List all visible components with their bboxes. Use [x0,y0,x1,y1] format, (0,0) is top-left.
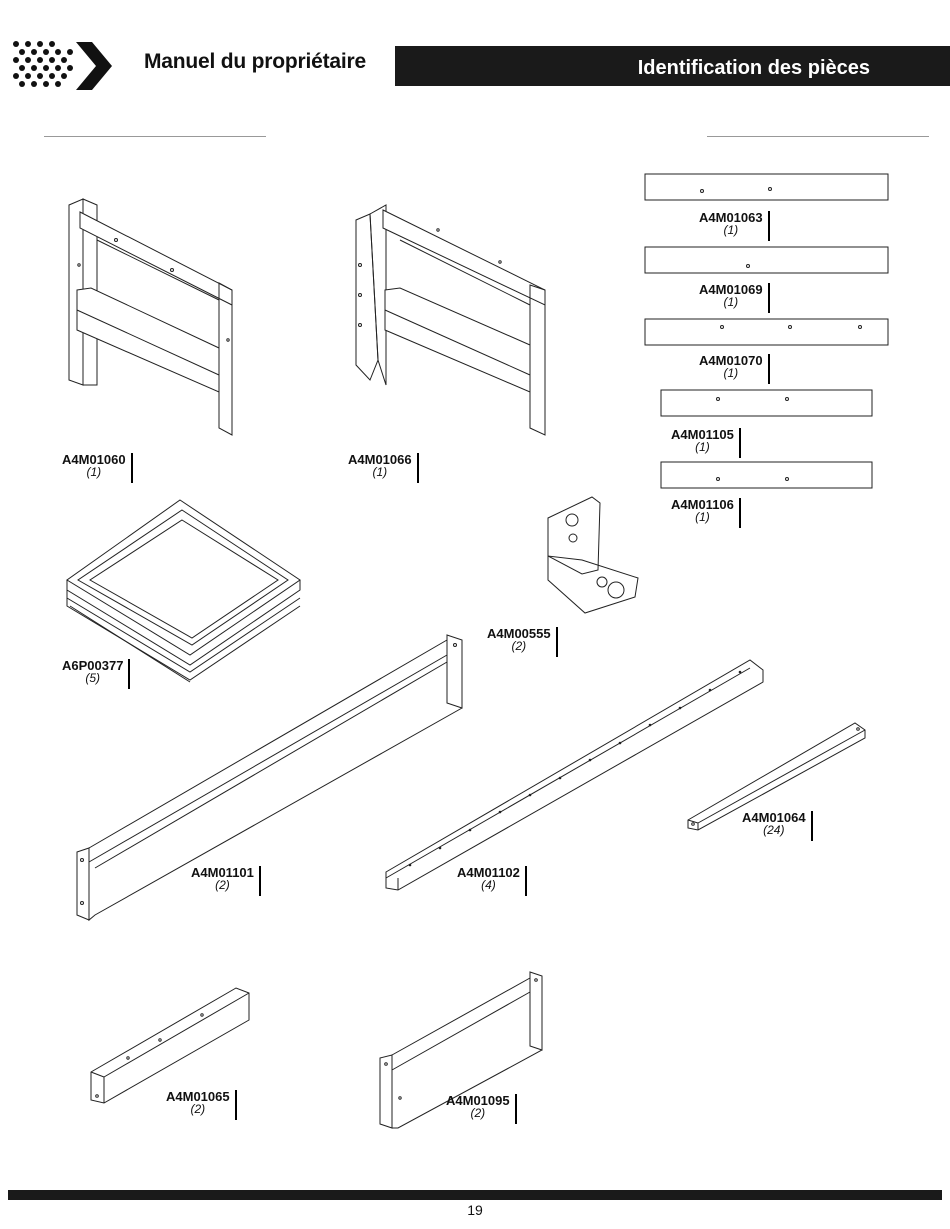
part-qty: (1) [671,511,734,524]
part-label-a4m01065: A4M01065 (2) [166,1090,230,1116]
part-label-a4m01064: A4M01064 (24) [742,811,806,837]
part-label-a4m01102: A4M01102 (4) [457,866,520,892]
plate-a4m01069-drawing [645,247,888,273]
part-label-a4m01063: A4M01063 (1) [699,211,763,237]
plate-a4m01106-drawing [661,462,872,488]
plate-a4m01105-drawing [661,390,872,416]
part-qty: (5) [62,672,123,685]
part-label-a4m00555: A4M00555 (2) [487,627,551,653]
footer-bar [8,1190,942,1200]
plate-a4m01070-drawing [645,319,888,345]
part-qty: (2) [487,640,551,653]
part-label-a4m01066: A4M01066 (1) [348,453,412,479]
part-qty: (1) [348,466,412,479]
frame-a4m01060-drawing [69,199,232,435]
part-qty: (2) [446,1107,510,1120]
part-label-a4m01095: A4M01095 (2) [446,1094,510,1120]
part-qty: (1) [699,296,763,309]
part-label-a4m01106: A4M01106 (1) [671,498,734,524]
bracket-a4m00555-drawing [548,497,638,613]
part-label-a4m01070: A4M01070 (1) [699,354,763,380]
part-qty: (1) [62,466,126,479]
part-qty: (1) [699,224,763,237]
part-label-a4m01105: A4M01105 (1) [671,428,734,454]
part-label-a4m01069: A4M01069 (1) [699,283,763,309]
part-qty: (4) [457,879,520,892]
part-qty: (2) [166,1103,230,1116]
page-number: 19 [0,1202,950,1218]
rail-a4m01102-drawing [386,660,763,890]
part-label-a4m01101: A4M01101 (2) [191,866,254,892]
frame-a4m01066-drawing [356,205,545,435]
plate-a4m01063-drawing [645,174,888,200]
part-qty: (1) [699,367,763,380]
tray-stack-a6p00377-drawing [67,500,300,682]
part-qty: (24) [742,824,806,837]
part-label-a6p00377: A6P00377 (5) [62,659,123,685]
part-qty: (1) [671,441,734,454]
part-label-a4m01060: A4M01060 (1) [62,453,126,479]
part-qty: (2) [191,879,254,892]
channel-a4m01065-drawing [91,988,249,1103]
